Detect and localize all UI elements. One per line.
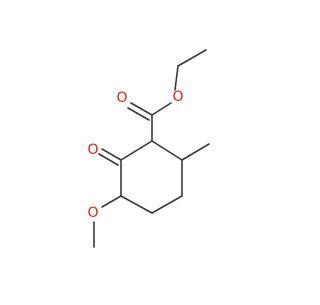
bond-ketone-double-b — [98, 153, 119, 166]
bond-methoxy-c-o — [101, 195, 122, 208]
bond-carbonyl-double-a — [130, 102, 153, 116]
bond-methyl — [181, 143, 210, 161]
ketone-oxygen-label: O — [87, 142, 98, 158]
atom-labels: O O O O — [87, 89, 183, 221]
ester-oxygen-label: O — [172, 89, 183, 105]
bond-ketone-double-a — [101, 148, 122, 161]
bond-ring-c1-c6 — [151, 140, 183, 161]
bond-ester-o-carbonyl-c — [151, 102, 172, 116]
molecule-diagram: O O O O — [87, 49, 210, 248]
structure-canvas: O O O O — [87, 49, 210, 248]
bond-carbonyl-double-b — [127, 107, 150, 121]
bond-ring-c4-c3 — [120, 195, 153, 214]
bond-ring-c5-c4 — [151, 195, 183, 214]
bond-ring-c2-c1 — [120, 140, 153, 161]
bonds — [93, 49, 210, 248]
ester-carbonyl-oxygen-label: O — [116, 90, 127, 106]
methoxy-oxygen-label: O — [87, 205, 98, 221]
bond-ethyl-ch2-o — [174, 65, 179, 91]
bond-ethyl-ch3-ch2 — [177, 49, 207, 67]
